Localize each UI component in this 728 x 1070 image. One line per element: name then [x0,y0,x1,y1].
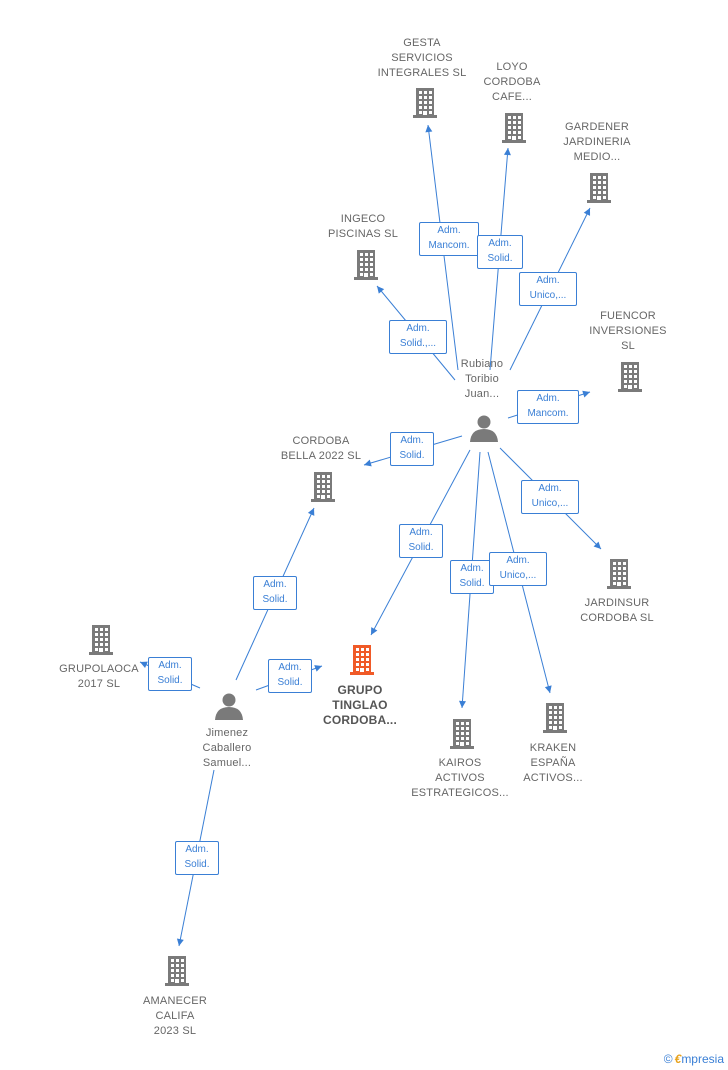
building-icon[interactable] [311,472,335,502]
edge-layer [139,124,602,947]
brand-watermark: ©€mpresia [664,1052,724,1066]
arrow-head-icon [140,661,148,668]
node-label[interactable]: FUENCOR INVERSIONES SL [589,310,667,352]
relation-label[interactable]: Adm. Solid. [253,576,297,610]
arrow-head-icon [544,685,552,693]
node-label[interactable]: KRAKEN ESPAÑA ACTIVOS... [523,742,583,784]
node-label[interactable]: GARDENER JARDINERIA MEDIO... [563,121,631,163]
relation-label[interactable]: Adm. Solid. [450,560,494,594]
relation-label[interactable]: Adm. Solid. [399,524,443,558]
arrow-head-icon [176,938,184,946]
arrow-head-icon [307,508,315,516]
relation-label[interactable]: Adm. Unico,... [519,272,577,306]
building-icon[interactable] [350,645,374,675]
brand-name: mpresia [681,1052,724,1066]
node-label[interactable]: KAIROS ACTIVOS ESTRATEGICOS... [411,757,509,799]
node-label[interactable]: GESTA SERVICIOS INTEGRALES SL [377,37,467,79]
person-icon[interactable] [470,415,498,443]
relation-label[interactable]: Adm. Solid. [390,432,434,466]
building-icon[interactable] [587,173,611,203]
building-icon[interactable] [354,250,378,280]
building-icon[interactable] [450,719,474,749]
copyright-icon: © [663,1052,673,1066]
relation-label[interactable]: Adm. Solid.,... [389,320,447,354]
arrow-head-icon [458,700,466,708]
node-label[interactable]: JARDINSUR CORDOBA SL [580,597,654,624]
relation-label[interactable]: Adm. Mancom. [419,222,479,256]
building-icon[interactable] [607,559,631,589]
brand-logo-initial: € [674,1052,682,1066]
building-icon[interactable] [502,113,526,143]
person-icon[interactable] [215,693,243,721]
relation-label[interactable]: Adm. Unico,... [489,552,547,586]
relation-label[interactable]: Adm. Solid. [477,235,523,269]
arrow-head-icon [583,208,591,216]
node-label[interactable]: GRUPO TINGLAO CORDOBA... [323,683,397,727]
arrow-head-icon [377,286,385,294]
node-label[interactable]: INGECO PISCINAS SL [327,213,399,240]
node-label[interactable]: CORDOBA BELLA 2022 SL [280,435,362,462]
node-label[interactable]: AMANECER CALIFA 2023 SL [143,995,207,1037]
arrow-head-icon [425,125,433,133]
relation-label[interactable]: Adm. Solid. [268,659,312,693]
relation-label[interactable]: Adm. Solid. [148,657,192,691]
relation-label[interactable]: Adm. Mancom. [517,390,579,424]
arrow-head-icon [503,148,511,156]
node-label[interactable]: LOYO CORDOBA CAFE... [483,61,541,103]
node-label[interactable]: Jimenez Caballero Samuel... [202,727,252,769]
building-icon[interactable] [543,703,567,733]
building-icon[interactable] [413,88,437,118]
arrow-head-icon [371,627,378,635]
building-icon[interactable] [165,956,189,986]
building-icon[interactable] [618,362,642,392]
arrow-head-icon [593,541,601,549]
node-label[interactable]: GRUPOLAOCA 2017 SL [59,663,139,690]
arrow-head-icon [364,459,372,467]
relation-label[interactable]: Adm. Unico,... [521,480,579,514]
icon-layer [89,88,642,986]
arrow-head-icon [314,665,322,672]
arrow-head-icon [582,390,590,398]
building-icon[interactable] [89,625,113,655]
node-label[interactable]: Rubiano Toribio Juan... [460,358,504,400]
relation-label[interactable]: Adm. Solid. [175,841,219,875]
